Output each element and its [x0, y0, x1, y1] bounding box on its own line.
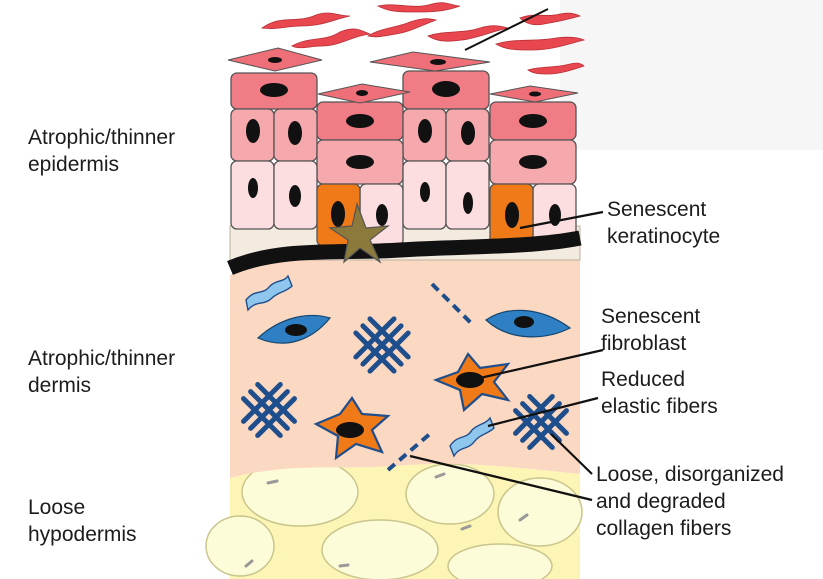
flattened-nucleus	[430, 59, 446, 65]
senescent-fibroblast-label: Senescent fibroblast	[601, 303, 700, 357]
keratinocyte-nucleus	[331, 201, 345, 227]
keratinocyte-nucleus	[461, 121, 475, 145]
keratinocyte-nucleus	[376, 204, 388, 226]
senescent-keratinocyte-label-line: Senescent	[607, 196, 720, 223]
adipocyte	[322, 520, 438, 579]
keratinocyte-nucleus	[463, 192, 473, 214]
keratinocyte-nucleus	[260, 83, 288, 97]
senescent-fibroblast-nucleus	[456, 372, 484, 388]
senescent-fibroblast-label-line: fibroblast	[601, 330, 700, 357]
desquamating-flake	[428, 26, 508, 42]
adipocyte-nucleus	[268, 481, 277, 483]
epidermis-layer	[228, 3, 584, 260]
keratinocyte-nucleus	[246, 119, 260, 143]
flattened-nucleus	[268, 57, 282, 63]
keratinocyte-nucleus	[346, 155, 374, 169]
hypodermis-label-line: hypodermis	[28, 521, 137, 548]
keratinocyte-nucleus	[346, 114, 374, 128]
keratinocyte-nucleus	[289, 185, 301, 207]
keratinocyte-nucleus	[505, 202, 519, 228]
hypodermis-label-line: Loose	[28, 494, 137, 521]
flattened-cell	[370, 52, 490, 71]
keratinocyte-nucleus	[248, 178, 258, 198]
hypodermis-layer	[206, 458, 582, 579]
keratinocyte-nucleus	[519, 155, 547, 169]
adipocyte-nucleus	[340, 565, 348, 566]
senescent-fibroblast-nucleus	[336, 422, 364, 438]
keratinocyte-nucleus	[288, 121, 302, 145]
dermis-label-line: dermis	[28, 372, 175, 399]
collagen-fibers-label-line: and degraded	[596, 488, 784, 515]
desquamating-flake	[262, 13, 350, 29]
fibroblast-nucleus	[285, 324, 307, 336]
desquamating-flake	[378, 3, 460, 12]
keratinocyte-nucleus	[420, 182, 430, 202]
keratinocyte-nucleus	[432, 81, 460, 97]
desquamating-flake	[292, 29, 370, 48]
desquamating-flake	[368, 19, 436, 37]
collagen-fibers-label-line: collagen fibers	[596, 515, 784, 542]
keratinocyte-nucleus	[418, 119, 432, 143]
flattened-nucleus	[529, 92, 541, 97]
epidermis-label: Atrophic/thinner epidermis	[28, 124, 175, 178]
epidermis-label-line: epidermis	[28, 151, 175, 178]
epidermis-label-line: Atrophic/thinner	[28, 124, 175, 151]
hypodermis-label: Loose hypodermis	[28, 494, 137, 548]
keratinocyte-nucleus	[519, 114, 547, 128]
dermis-label-line: Atrophic/thinner	[28, 345, 175, 372]
senescent-keratinocyte-label: Senescent keratinocyte	[607, 196, 720, 250]
slide-backdrop	[560, 0, 823, 150]
fibroblast-nucleus	[514, 316, 534, 328]
reduced-elastic-fibers-label-line: Reduced	[601, 366, 718, 393]
reduced-elastic-fibers-label-line: elastic fibers	[601, 393, 718, 420]
senescent-keratinocyte-label-line: keratinocyte	[607, 223, 720, 250]
adipocyte	[206, 516, 274, 576]
collagen-fibers-label-line: Loose, disorganized	[596, 461, 784, 488]
dermis-label: Atrophic/thinner dermis	[28, 345, 175, 399]
senescent-fibroblast-label-line: Senescent	[601, 303, 700, 330]
collagen-fibers-label: Loose, disorganized and degraded collage…	[596, 461, 784, 542]
reduced-elastic-fibers-label: Reduced elastic fibers	[601, 366, 718, 420]
flattened-nucleus	[356, 90, 368, 96]
